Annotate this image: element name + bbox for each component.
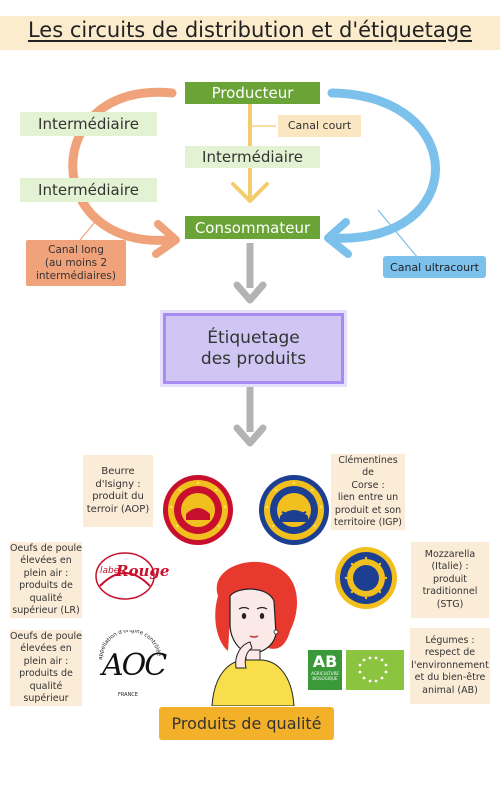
- canal-long-box: Canal long (au moins 2 intermédiaires): [26, 240, 126, 286]
- intermediaire-label: Intermédiaire: [202, 148, 303, 166]
- aop-seal-icon: [163, 475, 233, 545]
- note-line: Légumes :: [425, 634, 475, 646]
- note-line: supérieur: [23, 693, 69, 704]
- ab-line2: BIOLOGIQUE: [312, 676, 338, 681]
- note-clementines: Clémentines de Corse : lien entre un pro…: [331, 454, 405, 530]
- produits-qualite-label: Produits de qualité: [171, 714, 322, 733]
- intermediaire-left-2: Intermédiaire: [20, 178, 157, 202]
- label-rouge-logo: label Rouge: [94, 550, 169, 602]
- etiquetage-line: des produits: [200, 348, 307, 369]
- note-legumes: Légumes : respect de l'environnement et …: [410, 628, 490, 704]
- note-line: produits de: [19, 580, 73, 591]
- ultracourt-leader: [377, 209, 419, 259]
- ab-logo: AB AGRICULTURE BIOLOGIQUE: [308, 650, 342, 690]
- canal-long-line: intermédiaires): [35, 269, 117, 282]
- aoc-france: FRANCE: [118, 692, 138, 698]
- note-line: qualité: [29, 680, 63, 692]
- note-line: et du bien-être: [414, 672, 486, 684]
- note-line: territoire (IGP): [334, 517, 402, 528]
- etiquetage-line: Étiquetage: [207, 327, 300, 348]
- intermediaire-label: Intermédiaire: [38, 115, 139, 133]
- intermediaire-left-1: Intermédiaire: [20, 112, 157, 136]
- note-line: d'Isigny :: [95, 478, 141, 490]
- label-rouge-icon: [95, 552, 155, 600]
- canal-long-arrowhead: [152, 220, 180, 258]
- note-line: respect de: [424, 647, 476, 659]
- note-line: Oeufs de poule: [10, 542, 82, 554]
- note-oeufs-aoc: Oeufs de poule élevées en plein air : pr…: [10, 630, 82, 706]
- label-rouge-label: label: [100, 566, 122, 576]
- note-line: qualité: [29, 592, 63, 604]
- canal-ultracourt-box: Canal ultracourt: [383, 256, 486, 278]
- label-rouge-rouge: Rouge: [116, 562, 170, 580]
- note-line: plein air :: [23, 567, 69, 579]
- note-oeufs-lr: Oeufs de poule élevées en plein air : pr…: [10, 542, 82, 618]
- canal-long-line: Canal long: [48, 243, 104, 256]
- note-line: élevées en: [20, 643, 72, 654]
- stg-seal-icon: [335, 547, 397, 609]
- intermediaire-label: Intermédiaire: [38, 181, 139, 199]
- consommateur-box: Consommateur: [185, 216, 320, 239]
- grey-arrow-2-head: [233, 424, 267, 447]
- note-line: élevées en: [20, 555, 72, 566]
- note-line: lien entre un: [337, 492, 399, 503]
- igp-seal-icon: [259, 475, 329, 545]
- produits-qualite-box: Produits de qualité: [159, 707, 334, 740]
- note-line: Beurre: [101, 466, 135, 477]
- canal-ultracourt-label: Canal ultracourt: [390, 260, 479, 274]
- ab-mark: AB: [312, 652, 338, 671]
- note-line: animal (AB): [422, 684, 478, 696]
- ab-line1: AGRICULTURE: [311, 671, 339, 676]
- canal-ultracourt-arrow: [327, 88, 440, 243]
- note-line: (STG): [436, 598, 464, 610]
- aoc-logo: appellation d'origine contrôlée AOC FRAN…: [92, 628, 167, 702]
- note-line: Clémentines de: [338, 454, 398, 479]
- consommateur-label: Consommateur: [194, 218, 311, 237]
- note-beurre: Beurre d'Isigny : produit du terroir (AO…: [83, 455, 153, 527]
- intermediaire-center: Intermédiaire: [185, 146, 320, 168]
- canal-long-leader: [79, 215, 101, 241]
- page-title: Les circuits de distribution et d'étique…: [27, 18, 473, 42]
- note-line: traditionnel: [422, 586, 478, 598]
- note-mozzarella: Mozzarella (Italie) : produit traditionn…: [411, 542, 489, 618]
- note-line: terroir (AOP): [86, 503, 150, 515]
- note-line: plein air :: [23, 655, 69, 667]
- eu-organic-leaf-icon: [346, 650, 404, 690]
- note-line: produit et son: [334, 504, 402, 516]
- note-line: Corse :: [351, 479, 385, 491]
- title-bar: [0, 16, 500, 50]
- note-line: supérieur (LR): [12, 605, 80, 616]
- canal-court-label: Canal court: [287, 119, 352, 132]
- canal-court-arrowhead: [231, 182, 269, 203]
- canal-long-line: (au moins 2: [44, 256, 108, 269]
- producteur-label: Producteur: [211, 84, 294, 102]
- thinking-woman-illustration: [211, 561, 298, 706]
- etiquetage-box: Étiquetage des produits: [163, 313, 344, 384]
- aoc-arc-icon: appellation d'origine contrôlée: [98, 628, 162, 660]
- note-line: Mozzarella: [424, 548, 476, 560]
- note-line: (Italie) :: [431, 561, 469, 573]
- canal-long-arrow: [68, 87, 177, 245]
- note-line: Oeufs de poule: [10, 630, 82, 642]
- aoc-mark: AOC: [102, 648, 167, 683]
- canal-court-box: Canal court: [278, 115, 361, 137]
- producteur-box: Producteur: [185, 82, 320, 104]
- note-line: produit du: [92, 491, 144, 502]
- note-line: produits de: [19, 668, 73, 679]
- note-line: l'environnement: [411, 659, 489, 671]
- canal-ultracourt-arrowhead: [324, 218, 352, 258]
- grey-arrow-1-head: [233, 281, 267, 304]
- note-line: produit: [433, 573, 467, 585]
